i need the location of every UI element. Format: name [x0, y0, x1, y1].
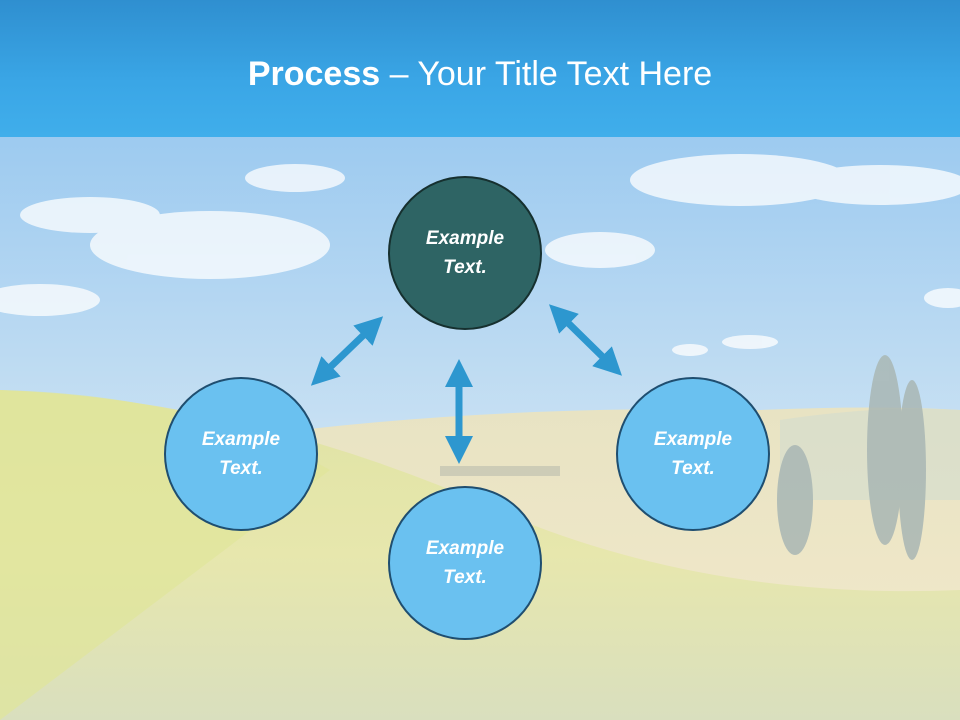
node-top[interactable]: Example Text.: [388, 176, 542, 330]
node-bottom[interactable]: Example Text.: [388, 486, 542, 640]
node-right-label: Example Text.: [653, 429, 733, 479]
title-rest: – Your Title Text Here: [380, 55, 713, 93]
node-left[interactable]: Example Text.: [164, 377, 318, 531]
slide-title: Process – Your Title Text Here: [0, 52, 960, 96]
title-bar: [0, 0, 960, 137]
node-top-label: Example Text.: [425, 228, 505, 278]
node-right[interactable]: Example Text.: [616, 377, 770, 531]
arrow-top-left: [310, 316, 384, 386]
node-left-label: Example Text.: [201, 429, 281, 479]
node-bottom-label: Example Text.: [425, 538, 505, 588]
title-bold: Process: [247, 55, 381, 93]
arrow-top-right: [549, 304, 622, 376]
